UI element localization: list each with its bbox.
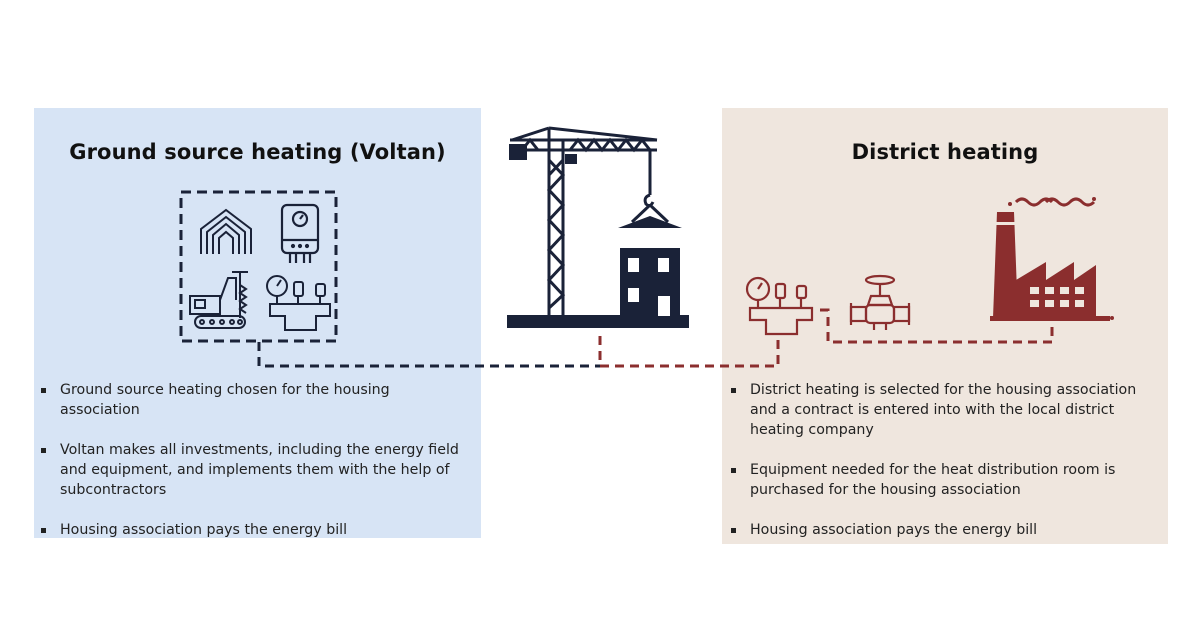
heat-pump-unit-icon [280, 203, 320, 263]
district-heating-title: District heating [851, 140, 1039, 164]
navy-connector-line [257, 342, 600, 368]
list-item: Voltan makes all investments, including … [40, 440, 472, 500]
valve-icon [849, 274, 911, 330]
crane-building-icon [507, 126, 689, 328]
maroon-connector-line [598, 308, 1054, 368]
equipment-group-box [179, 190, 338, 343]
list-item: Equipment needed for the heat distributi… [730, 460, 1150, 500]
ground-source-panel: Ground source heating (Voltan) [34, 108, 481, 538]
district-pipe-manifold-icon [745, 276, 814, 336]
pipe-manifold-gauge-icon [266, 275, 331, 331]
ground-source-title: Ground source heating (Voltan) [69, 140, 446, 164]
list-item: District heating is selected for the hou… [730, 380, 1150, 440]
drilling-rig-icon [189, 271, 248, 329]
power-plant-icon [990, 197, 1114, 321]
list-item: Ground source heating chosen for the hou… [40, 380, 472, 420]
list-item: Housing association pays the energy bill [730, 520, 1150, 540]
district-heating-bullets: District heating is selected for the hou… [730, 380, 1150, 560]
list-item: Housing association pays the energy bill [40, 520, 472, 540]
ground-source-bullets: Ground source heating chosen for the hou… [40, 380, 472, 560]
ground-heat-field-icon [200, 208, 252, 254]
